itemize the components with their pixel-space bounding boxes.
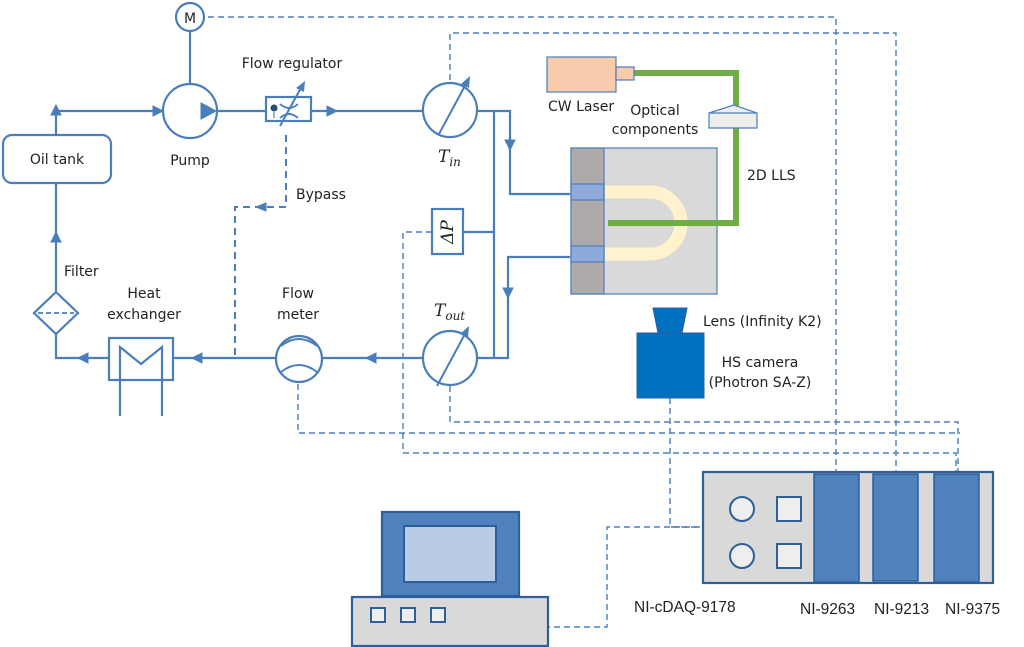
oil-tank: Oil tank <box>1 133 113 185</box>
t-in-sensor: Tin <box>421 76 479 169</box>
optical-label-1: Optical <box>630 103 679 119</box>
module-ni-9375 <box>933 473 980 583</box>
arrow-down-icon <box>502 287 514 300</box>
pump: Pump <box>161 82 219 169</box>
module-ni-9263 <box>813 473 860 583</box>
arrow-up-icon <box>50 230 62 243</box>
camera-label-2: (Photron SA-Z) <box>709 375 812 391</box>
inlet-port <box>570 183 605 201</box>
signal-motor <box>208 16 837 472</box>
lens-label: Lens (Infinity K2) <box>703 314 822 330</box>
signal-delta-p <box>402 231 957 472</box>
piping <box>50 30 570 364</box>
laser-beam <box>608 70 739 226</box>
filter-label: Filter <box>64 264 99 280</box>
signal-camera <box>669 398 700 528</box>
arrow-up-icon <box>50 103 62 116</box>
heat-exchanger-label-2: exchanger <box>107 307 181 323</box>
motor: M <box>174 1 206 33</box>
oil-tank-label: Oil tank <box>30 152 85 168</box>
delta-p-sensor: ΔP <box>430 207 465 256</box>
cdaq-label: NI-cDAQ-9178 <box>634 599 736 616</box>
bypass-line <box>234 135 287 358</box>
flow-regulator: Flow regulator <box>242 56 343 127</box>
arrow-down-icon <box>504 139 516 152</box>
lls-label: 2D LLS <box>747 168 796 184</box>
module2-label: NI-9213 <box>874 601 929 618</box>
t-out-label: Tout <box>434 301 465 323</box>
cw-laser: CW Laser <box>546 56 739 226</box>
arrow-left-icon <box>76 352 89 364</box>
bypass-label: Bypass <box>296 187 346 203</box>
signal-lines <box>208 16 960 628</box>
signal-t-in <box>449 32 897 472</box>
optical-components: Optical components <box>612 103 758 138</box>
cw-laser-label: CW Laser <box>548 99 614 115</box>
module1-label: NI-9263 <box>800 601 855 618</box>
arrow-left-icon <box>364 352 377 364</box>
signal-t-out <box>449 386 959 472</box>
arrow-right-icon <box>152 105 165 117</box>
signal-flow-meter <box>297 384 960 434</box>
camera-label-1: HS camera <box>722 355 799 371</box>
filter: Filter <box>32 264 99 336</box>
optical-label-2: components <box>612 122 699 138</box>
computer <box>350 510 550 647</box>
hs-camera: Lens (Infinity K2) HS camera (Photron SA… <box>636 307 822 399</box>
outlet-port <box>570 245 605 263</box>
delta-p-label: ΔP <box>438 220 458 245</box>
arrow-right-icon <box>326 105 339 117</box>
module3-label: NI-9375 <box>945 601 1000 618</box>
signal-computer <box>548 526 700 628</box>
arrow-left-icon <box>190 352 203 364</box>
motor-label: M <box>184 11 196 27</box>
flow-meter: Flow meter <box>274 286 324 384</box>
flow-regulator-label: Flow regulator <box>242 56 343 72</box>
flow-meter-label-1: Flow <box>282 286 314 302</box>
bypass-arrow-icon <box>254 202 267 212</box>
t-out-sensor: Tout <box>421 301 479 387</box>
module-ni-9213 <box>872 473 919 582</box>
daq-chassis <box>701 470 995 585</box>
heat-exchanger-label-1: Heat <box>127 286 161 302</box>
flow-meter-label-2: meter <box>277 307 319 323</box>
pump-label: Pump <box>170 153 210 169</box>
t-in-label: Tin <box>438 147 461 169</box>
heat-exchanger: Heat exchanger <box>107 286 181 416</box>
